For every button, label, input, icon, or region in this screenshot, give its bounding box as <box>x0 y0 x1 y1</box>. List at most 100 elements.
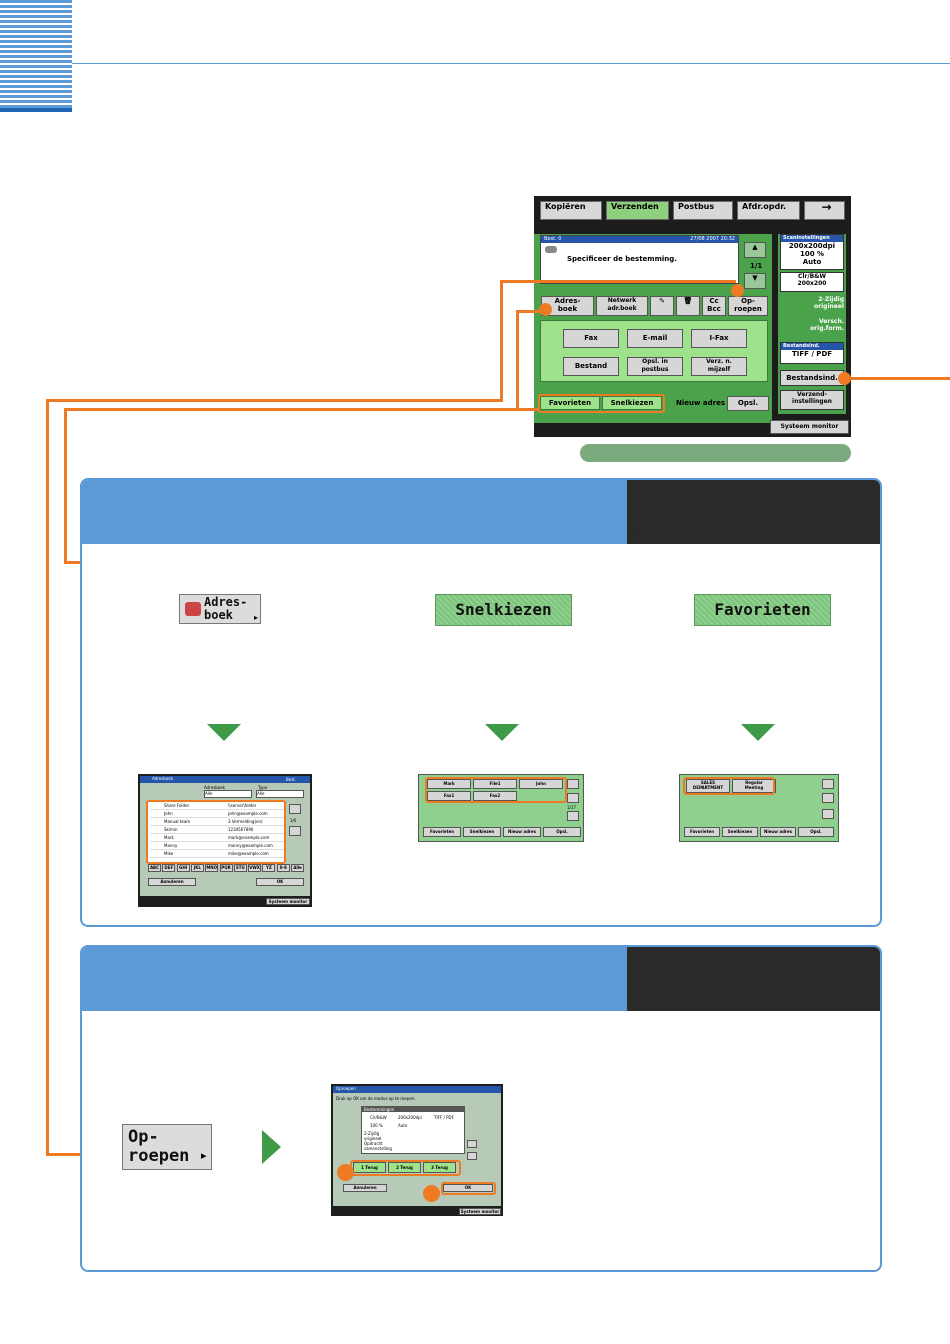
entry-name: Share Folder <box>164 803 190 808</box>
tab-kopieren[interactable]: Kopiëren <box>540 201 602 220</box>
tab-postbus[interactable]: Postbus <box>673 201 733 220</box>
edit-icon: ✎ <box>659 297 665 305</box>
recall-button-1[interactable]: 1 Terug <box>353 1162 386 1173</box>
cc-bcc-button[interactable]: Cc Bcc <box>702 296 726 316</box>
system-monitor-button[interactable]: Systeem monitor <box>770 420 849 434</box>
tab-1[interactable]: Snelkiezen <box>463 827 501 837</box>
scroll-down-button[interactable] <box>822 809 834 819</box>
scroll-down-button[interactable] <box>467 1152 477 1160</box>
mixed-originals-button[interactable]: Versch. orig.form. <box>810 318 844 332</box>
scroll-up-button[interactable] <box>567 793 579 803</box>
destination-box: Best. 0 27/08 2007 20:32 Specificeer de … <box>540 235 739 284</box>
system-monitor-button[interactable]: Systeem monitor <box>459 1208 501 1215</box>
scroll-up-button[interactable] <box>567 779 579 789</box>
addressbook-filter-select[interactable]: Alle <box>204 790 252 798</box>
table-row[interactable]: Share Folder \\server\folder <box>150 802 284 810</box>
scroll-up-button[interactable] <box>289 804 301 814</box>
cancel-button[interactable]: Annuleren <box>343 1184 387 1192</box>
scroll-down-button[interactable]: ▼ <box>744 273 766 289</box>
edit-button[interactable]: ✎ <box>650 296 674 316</box>
index-key[interactable]: PQR <box>219 864 233 872</box>
scroll-up-button[interactable] <box>467 1140 477 1148</box>
speed-dial-key[interactable]: Mark <box>427 779 471 789</box>
scroll-up-button[interactable] <box>822 793 834 803</box>
entry-address: \\server\folder <box>228 803 257 808</box>
color-mode-button[interactable]: Clr/B&W 200x200 <box>780 272 844 292</box>
connector-line <box>502 280 736 283</box>
oproepen-marker <box>731 284 744 297</box>
index-key[interactable]: 0-9 <box>276 864 290 872</box>
opslaan-button[interactable]: Opsl. <box>727 396 769 411</box>
tab-verzenden[interactable]: Verzenden <box>606 201 669 220</box>
ok-button[interactable]: OK <box>443 1184 493 1192</box>
index-key[interactable]: JKL <box>190 864 204 872</box>
send-settings-button[interactable]: Verzend- instellingen <box>780 390 844 410</box>
speed-dial-key[interactable]: Fax1 <box>427 791 471 801</box>
adresboek-button[interactable]: Adres- boek <box>541 296 594 316</box>
delete-button[interactable]: 🗑 <box>676 296 700 316</box>
tab-afdr-opdr[interactable]: Afdr.opdr. <box>737 201 800 220</box>
ifax-button[interactable]: I-Fax <box>691 329 747 348</box>
two-sided-button[interactable]: 2-Zijdig origineel <box>814 296 844 310</box>
section-header <box>82 480 627 544</box>
recall-button-2[interactable]: 2 Terug <box>388 1162 421 1173</box>
fax-button[interactable]: Fax <box>563 329 619 348</box>
tab-0[interactable]: Favorieten <box>423 827 461 837</box>
index-key[interactable]: Alle <box>291 864 304 872</box>
ok-button[interactable]: OK <box>256 878 304 886</box>
index-key[interactable]: DEF <box>162 864 176 872</box>
index-key[interactable]: MNO <box>205 864 219 872</box>
email-button[interactable]: E-mail <box>627 329 683 348</box>
scroll-up-button[interactable] <box>822 779 834 789</box>
recall-button-3[interactable]: 3 Terug <box>423 1162 456 1173</box>
tab-favorieten[interactable]: Favorieten <box>540 396 600 410</box>
index-key[interactable]: STU <box>233 864 247 872</box>
scroll-up-button[interactable]: ▲ <box>744 242 766 258</box>
index-key[interactable]: YZ <box>262 864 276 872</box>
index-key[interactable]: ABC <box>148 864 161 872</box>
speed-dial-key[interactable]: File1 <box>473 779 517 789</box>
index-key[interactable]: GHI <box>176 864 190 872</box>
system-monitor-button[interactable]: Systeem monitor <box>266 898 310 905</box>
tab-1[interactable]: Snelkiezen <box>722 827 758 837</box>
speed-dial-key[interactable]: John <box>519 779 563 789</box>
scroll-down-button[interactable] <box>567 811 579 821</box>
favorieten-label: Favorieten <box>694 594 831 626</box>
favorite-key[interactable]: SALES DEPARTMENT <box>686 779 730 793</box>
recall-settings-table: Bestemmingen Clr/B&W 200x200dpi TIFF / P… <box>361 1106 465 1154</box>
scroll-down-button[interactable] <box>289 826 301 836</box>
keys-highlight <box>683 777 775 795</box>
entry-name: Mike <box>164 851 174 856</box>
bestand-button[interactable]: Bestand <box>563 357 619 376</box>
netwerk-adresboek-button[interactable]: Netwerk adr.boek <box>596 296 648 316</box>
opsl-postbus-button[interactable]: Opsl. in postbus <box>627 357 683 376</box>
tab-0[interactable]: Favorieten <box>684 827 720 837</box>
connector-line <box>500 280 503 400</box>
entry-address: mark@example.com <box>228 835 270 840</box>
oproepen-button[interactable]: Op- roepen <box>728 296 768 316</box>
tab-2[interactable]: Nieuw adres <box>760 827 796 837</box>
forward-arrow-button[interactable]: → <box>804 201 845 220</box>
entry-address: manny@example.com <box>228 843 273 848</box>
favorite-key[interactable]: Regular Meeting <box>732 779 776 793</box>
touch-panel: Kopiëren Verzenden Postbus Afdr.opdr. → … <box>534 196 851 437</box>
type-filter-select[interactable]: Alle <box>256 790 304 798</box>
file-settings-button[interactable]: Bestandsind. <box>780 370 844 386</box>
oproepen-label: Op- roepen ▸ <box>122 1124 212 1170</box>
speed-dial-key[interactable]: Fax2 <box>473 791 517 801</box>
tab-snelkiezen[interactable]: Snelkiezen <box>602 396 662 410</box>
tab-3[interactable]: Opsl. <box>798 827 834 837</box>
header-stripes <box>0 0 72 112</box>
verz-mijzelf-button[interactable]: Verz. n. mijzelf <box>691 357 747 376</box>
tab-3[interactable]: Opsl. <box>543 827 581 837</box>
index-key[interactable]: VWX <box>248 864 262 872</box>
tab-nieuw-adres[interactable]: Nieuw adres <box>676 399 725 407</box>
cancel-button[interactable]: Annuleren <box>148 878 196 886</box>
tab-2[interactable]: Nieuw adres <box>503 827 541 837</box>
